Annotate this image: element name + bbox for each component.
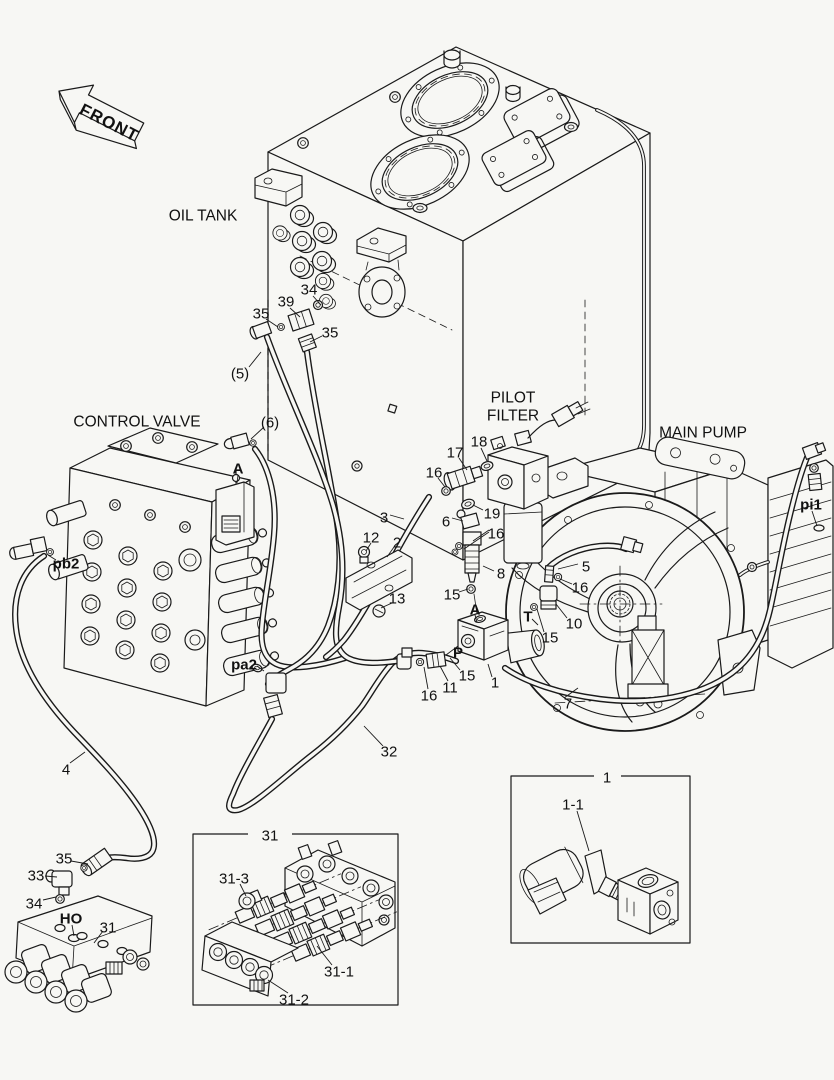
t-port-fittings (530, 565, 563, 611)
fitting-stack-8 (451, 509, 482, 615)
callout-19: 19 (484, 505, 501, 522)
callout-33: 33 (28, 867, 45, 884)
callout-2: 2 (393, 534, 401, 551)
callout-35: 35 (322, 324, 339, 341)
detail-box-1 (510, 769, 691, 944)
port-label-T: T (523, 608, 532, 625)
port-label-pb2: pb2 (53, 555, 80, 572)
callout-15: 15 (444, 586, 461, 603)
callout-4: 4 (62, 761, 70, 778)
port-label-HO: HO (60, 910, 83, 927)
callout-1: 1 (491, 674, 499, 691)
pi1-fittings (801, 442, 827, 532)
leader-lines (42, 295, 818, 994)
pilot-filter-drawing (441, 401, 591, 570)
pa2-fitting (251, 663, 287, 719)
front-arrow: FRONT (58, 84, 145, 150)
elbow-6-fitting (223, 432, 257, 450)
pilot-valve-block (457, 611, 545, 664)
callout-1: 1 (603, 769, 611, 786)
pb2-fitting (9, 536, 54, 560)
main-pump-drawing (505, 436, 834, 732)
oil-tank-label: OIL TANK (169, 207, 238, 224)
pilot-filter-label-line1: PILOT (491, 389, 536, 406)
callout-31-1: 31-1 (324, 963, 354, 980)
port-label-pi1: pi1 (800, 496, 822, 513)
control-valve-label: CONTROL VALVE (73, 413, 200, 430)
control-valve-drawing (46, 427, 280, 707)
main-pump-label: MAIN PUMP (659, 424, 747, 441)
callout-(6): (6) (261, 414, 279, 431)
callout-31-2: 31-2 (279, 991, 309, 1008)
callout-31-3: 31-3 (219, 870, 249, 887)
callout-32: 32 (381, 743, 398, 760)
callout-34: 34 (301, 281, 318, 298)
callout-16: 16 (488, 525, 505, 542)
pilot-filter-label-line2: FILTER (487, 407, 539, 424)
detail-box-31 (192, 827, 399, 1006)
callout-8: 8 (497, 565, 505, 582)
callout-13: 13 (389, 590, 406, 607)
callout-16: 16 (572, 579, 589, 596)
callout-7: 7 (564, 695, 572, 712)
callout-3: 3 (380, 509, 388, 526)
callout-31: 31 (262, 827, 279, 844)
callout-11: 11 (442, 679, 458, 696)
tee-fitting-assembly (249, 299, 324, 353)
callout-17: 17 (447, 444, 464, 461)
p-port-fittings (396, 645, 459, 670)
callout-18: 18 (471, 433, 488, 450)
callout-1-1: 1-1 (562, 796, 584, 813)
callout-35: 35 (56, 850, 73, 867)
callout-5: 5 (582, 558, 590, 575)
callout-16: 16 (426, 464, 443, 481)
callout-16: 16 (421, 687, 438, 704)
callout-39: 39 (278, 293, 295, 310)
callout-34: 34 (26, 895, 43, 912)
callout-31: 31 (100, 919, 117, 936)
callout-15: 15 (542, 629, 559, 646)
hose5-end-fitting (620, 536, 644, 554)
callout-(5): (5) (231, 365, 249, 382)
port-label-pa2: pa2 (231, 656, 257, 673)
port-label-A-mid: A (470, 601, 481, 618)
callout-15: 15 (459, 667, 476, 684)
callout-10: 10 (566, 615, 583, 632)
manifold-31-drawing (4, 847, 153, 1013)
port-label-A-top: A (233, 460, 244, 477)
callout-6: 6 (442, 513, 450, 530)
port-label-P: P (453, 644, 463, 661)
callout-35: 35 (253, 305, 270, 322)
callout-12: 12 (363, 529, 380, 546)
